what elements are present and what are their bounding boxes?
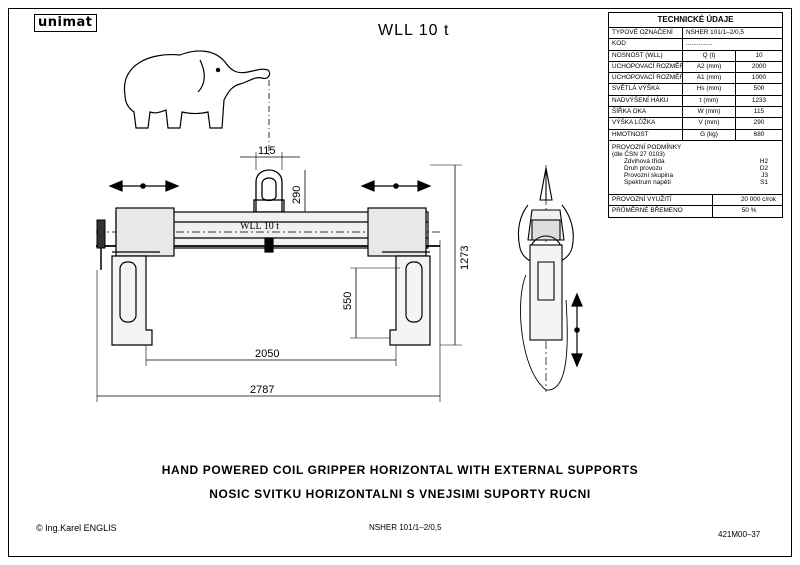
use-value: 20 000 c/rok <box>740 195 776 203</box>
kod-label: KOD <box>609 39 683 50</box>
left-move-arrow <box>108 180 180 192</box>
spec-value: 10 <box>755 51 763 59</box>
type-row: TYPOVÉ OZNAČENÍ NSHER 101/1–2/0,5 <box>609 28 782 40</box>
lifting-eye <box>253 169 285 213</box>
spec-value: 115 <box>753 108 765 116</box>
cond-item: Provozní skupina <box>624 171 674 179</box>
title-english: HAND POWERED COIL GRIPPER HORIZONTAL WIT… <box>161 463 639 477</box>
dim-2787: 2787 <box>250 384 274 396</box>
beam-label: WLL 10 t <box>240 221 279 232</box>
company-logo: unimat <box>34 14 97 32</box>
handwheel <box>96 219 106 270</box>
load-value: 50 % <box>741 207 757 215</box>
spec-value: 680 <box>753 130 765 138</box>
spec-symbol: A1 (mm) <box>683 73 736 84</box>
wll-heading: WLL 10 t <box>378 22 450 39</box>
spec-value: 1000 <box>751 74 767 82</box>
spec-symbol: W (mm) <box>683 107 736 118</box>
spec-symbol: A2 (mm) <box>683 61 736 73</box>
spec-label: NOSNOST (WLL) <box>609 50 683 61</box>
type-label: TYPOVÉ OZNAČENÍ <box>609 28 683 39</box>
dim-2050: 2050 <box>255 348 279 360</box>
cond-item: Spektrum napětí <box>624 178 671 186</box>
drawing-number: NSHER 101/1–2/0,5 <box>369 523 442 532</box>
title-czech: NOSIC SVITKU HORIZONTALNI S VNEJSIMI SUP… <box>209 487 591 501</box>
spec-value: 500 <box>753 85 765 93</box>
spec-label: VÝŠKA LŮŽKA <box>609 118 683 129</box>
dim-1273: 1273 <box>459 246 471 270</box>
spec-label: SVĚTLÁ VÝŠKA <box>609 84 683 95</box>
spec-value: 290 <box>753 119 765 127</box>
tech-title: TECHNICKÉ ÚDAJE <box>609 13 782 28</box>
vertical-move-arrow <box>571 292 583 368</box>
spec-value: 1233 <box>751 96 767 104</box>
side-view <box>517 165 574 392</box>
left-support <box>111 207 175 346</box>
type-value: NSHER 101/1–2/0,5 <box>686 29 744 36</box>
author-credit: © Ing.Karel ENGLIS <box>36 523 117 533</box>
operating-conditions: PROVOZNÍ PODMÍNKY (dle ČSN 27 0103) Zdvi… <box>609 141 782 195</box>
spec-symbol: Q (t) <box>683 50 736 61</box>
technical-data-table: TECHNICKÉ ÚDAJE TYPOVÉ OZNAČENÍ NSHER 10… <box>608 12 783 218</box>
cond-standard: (dle ČSN 27 0103) <box>612 150 665 158</box>
use-row: PROVOZNÍ VYUŽITÍ 20 000 c/rok <box>609 194 782 207</box>
load-label: PRŮMĚRNÉ BŘEMENO <box>609 206 713 217</box>
cond-value: J3 <box>761 171 768 179</box>
spec-symbol: t (mm) <box>683 95 736 107</box>
load-row: PRŮMĚRNÉ BŘEMENO 50 % <box>609 206 782 217</box>
dim-115: 115 <box>258 145 276 157</box>
dim-290: 290 <box>291 186 303 204</box>
spec-symbol: V (mm) <box>683 118 736 129</box>
cond-title: PROVOZNÍ PODMÍNKY <box>612 143 682 151</box>
cond-item: Druh provozu <box>624 164 663 172</box>
use-label: PROVOZNÍ VYUŽITÍ <box>609 194 713 206</box>
right-move-arrow <box>360 180 432 192</box>
dim-550: 550 <box>342 292 354 310</box>
spec-value: 2000 <box>751 62 767 70</box>
kod-row: KOD ............... <box>609 39 782 51</box>
spec-label: UCHOPOVACÍ ROZMĚR MAX. <box>609 61 683 73</box>
cond-value: S1 <box>760 178 768 186</box>
cond-value: D2 <box>759 164 768 172</box>
elephant-icon <box>123 50 271 129</box>
sheet-number: 421M00–37 <box>718 530 761 539</box>
cond-item: Zdvihová třída <box>624 157 665 165</box>
spec-label: ŠÍŘKA OKA <box>609 107 683 118</box>
spec-label: UCHOPOVACÍ ROZMĚR MIN. <box>609 73 683 84</box>
kod-value: ............... <box>686 40 713 48</box>
cond-value: H2 <box>759 157 768 165</box>
spec-symbol: Hs (mm) <box>683 84 736 95</box>
spec-label: NADVÝŠENÍ HÁKU <box>609 95 683 107</box>
spec-symbol: G (kg) <box>683 129 736 140</box>
spec-label: HMOTNOST <box>609 129 683 140</box>
drawing-frame <box>8 8 792 557</box>
right-support <box>367 207 431 346</box>
